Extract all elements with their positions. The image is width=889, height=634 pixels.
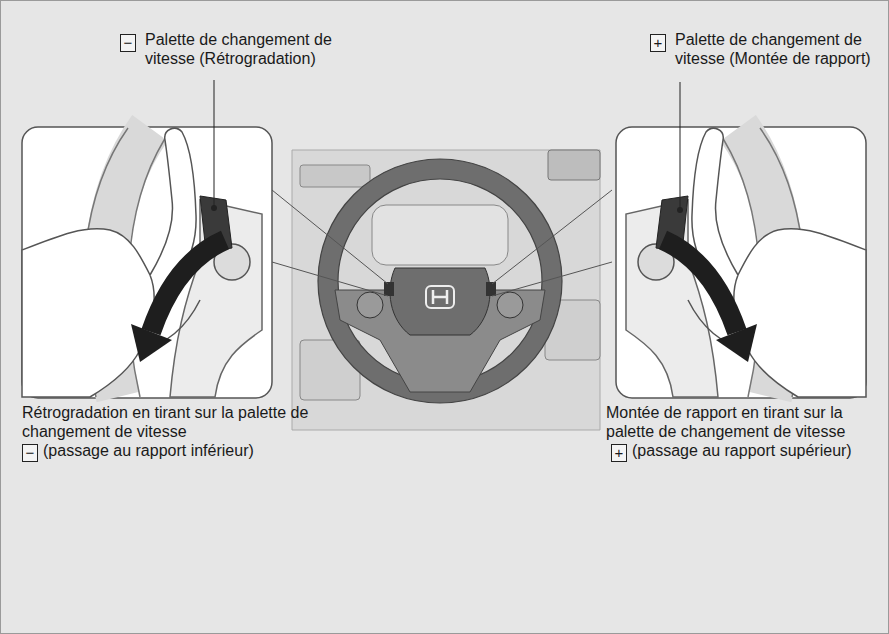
steering-wheel-rim [328,169,552,393]
zoom-line [492,190,612,284]
shift-symbol: − [22,444,38,462]
spoke-button [497,292,523,318]
shift-paddle [486,282,496,296]
zoom-line [272,190,388,284]
caption-holder: Rétrogradation en tirant sur la palette … [22,403,352,462]
action-caption: Rétrogradation en tirant sur la palette … [22,403,352,441]
action-caption: (passage au rapport supérieur) [632,442,852,459]
part-name: Palette de changement de vitesse (Montée… [675,31,871,67]
action-caption: Montée de rapport en tirant sur la palet… [606,404,845,440]
leader-line [680,82,681,210]
airbag-hub [390,268,490,335]
brand-logo-mark [433,290,447,304]
shift-symbol: + [611,444,627,462]
display [548,150,600,180]
vent [300,165,370,187]
instrument-cluster [372,205,508,265]
brand-logo [426,286,454,308]
zoom-line [492,262,612,296]
callout-holder: Palette de changement de vitesse (Rétrog… [145,30,370,68]
spoke-button [357,292,383,318]
caption-holder: Montée de rapport en tirant sur la palet… [606,403,861,462]
rim-edge [318,159,562,403]
zoom-line [272,262,388,296]
shift-paddle [384,282,394,296]
action-caption: (passage au rapport inférieur) [43,442,254,459]
left-inset [22,127,272,398]
part-name: Palette de changement de vitesse (Rétrog… [145,31,332,67]
symbol-holder: + [650,31,666,52]
leader-dot [677,207,683,213]
shift-symbol: + [650,34,666,52]
dashboard [292,150,600,430]
symbol-holder: − [120,31,136,52]
leader-dot [211,205,217,211]
shift-symbol: − [120,34,136,52]
leader-line [214,80,215,208]
right-inset [616,127,866,398]
callout-holder: Palette de changement de vitesse (Montée… [675,30,885,68]
